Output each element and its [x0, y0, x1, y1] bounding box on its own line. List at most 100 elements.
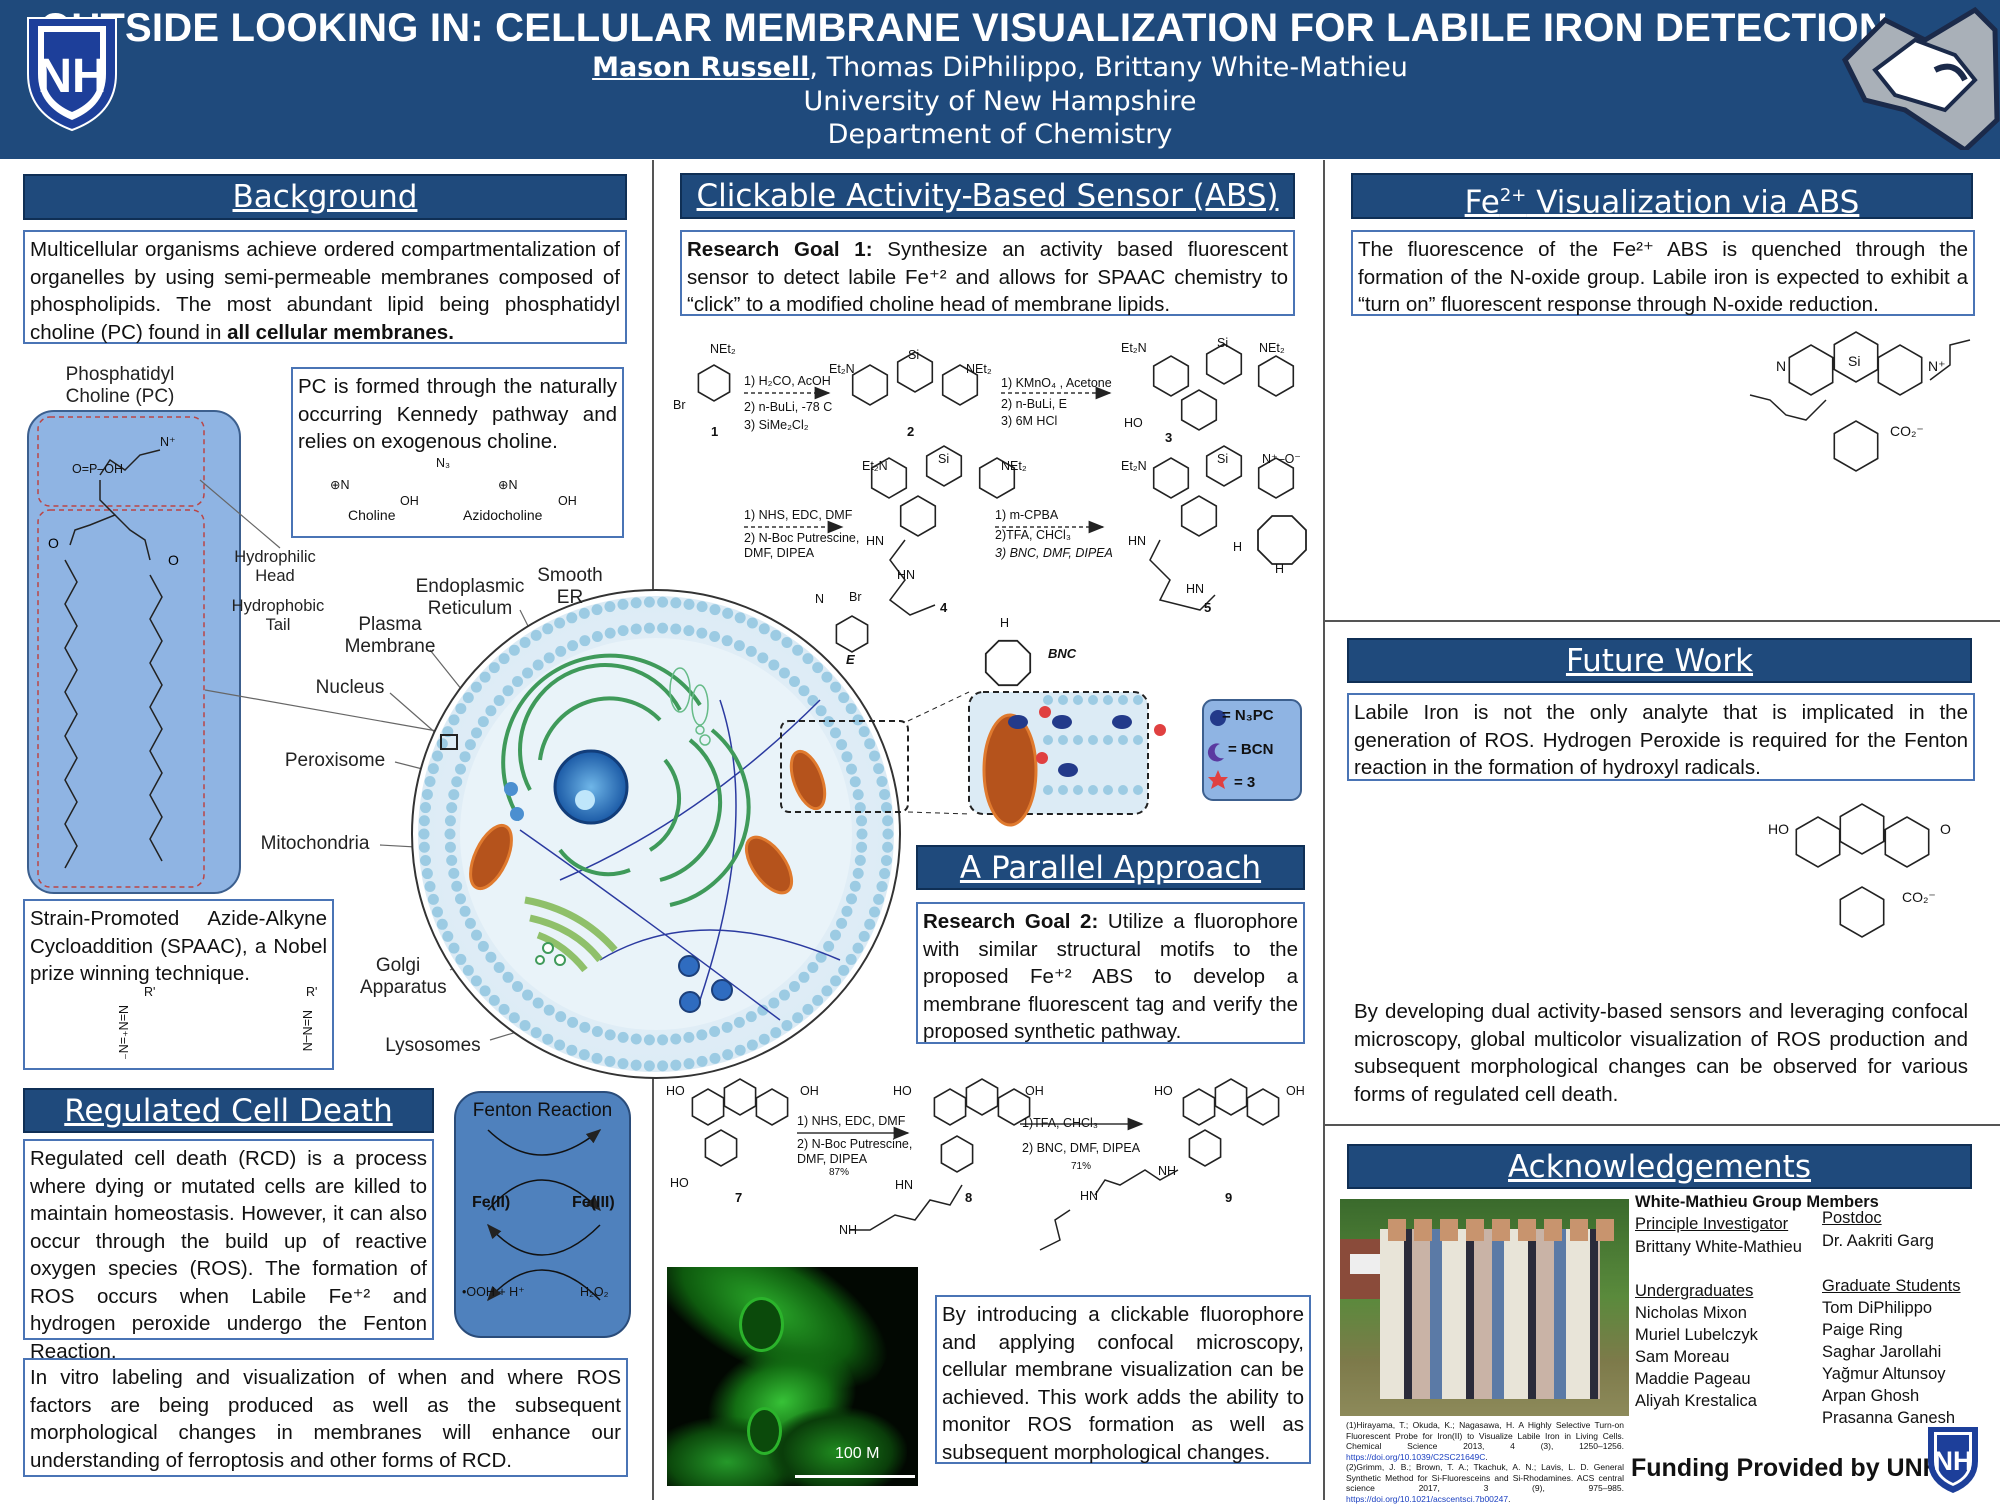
- lipid-head: [522, 667, 534, 679]
- lipid-head: [836, 917, 848, 929]
- heading-sup: 2+: [1499, 185, 1527, 206]
- reagent: 1) NHS, EDC, DMF: [797, 1114, 906, 1128]
- lipid-head: [812, 994, 824, 1006]
- lipid-head: [876, 775, 888, 787]
- reagent: 2) N-Boc Putrescine,: [797, 1137, 913, 1151]
- compound-number: 1: [711, 424, 719, 439]
- header-rule: [0, 155, 2000, 159]
- lipid-head: [542, 623, 554, 635]
- lipid-head: [424, 881, 436, 893]
- lipid-head: [421, 868, 433, 880]
- benzene-ring: [835, 615, 869, 653]
- lipid-head: [882, 828, 894, 840]
- reference-1-link[interactable]: https://doi.org/10.1039/C2SC21649C: [1346, 1451, 1486, 1462]
- yield: 71%: [1071, 1161, 1092, 1172]
- lipid-head: [670, 1033, 682, 1045]
- background-heading: Background: [23, 174, 627, 220]
- lipid-head: [591, 631, 603, 643]
- pc-phosphate-label: O=P–OH: [72, 462, 124, 476]
- azidocholine-nplus: ⊕N: [498, 478, 518, 492]
- chem-label: HN: [1186, 582, 1205, 596]
- lipid-head: [578, 1049, 590, 1061]
- chem-label: HO: [670, 1176, 689, 1190]
- benzene-ring: [1795, 816, 1841, 868]
- golgi-apparatus: [524, 896, 618, 973]
- azidocholine-oh: OH: [558, 494, 577, 508]
- reference-2-link[interactable]: https://doi.org/10.1021/acscentsci.7b002…: [1346, 1493, 1509, 1504]
- lipid-head: [873, 763, 885, 775]
- lipid-head: [1073, 695, 1083, 705]
- lipid-head: [630, 1033, 642, 1045]
- reagent: 2)TFA, CHCl₃: [995, 528, 1071, 542]
- lipid-head: [512, 676, 524, 688]
- lipid-head: [479, 985, 491, 997]
- pc-synthesis-box: PC is formed through the naturally occur…: [291, 367, 624, 538]
- member: Paige Ring: [1822, 1321, 1903, 1339]
- lipid-head: [734, 612, 746, 624]
- reference-2: (2)Grimm, J. B.; Brown, T. A.; Tkachuk, …: [1346, 1462, 1624, 1493]
- compound-number: 4: [940, 600, 948, 615]
- side-chains: [850, 339, 1971, 1251]
- lipid-head: [696, 601, 708, 613]
- lipid-head: [617, 1031, 629, 1043]
- lipid-head: [470, 975, 482, 987]
- lipid-head: [807, 962, 819, 974]
- lipid-head: [617, 598, 629, 610]
- fe-visualization-text: The fluorescence of the Fe²⁺ ABS is quen…: [1351, 230, 1975, 316]
- lipid-head: [512, 980, 524, 992]
- rcd-text: Regulated cell death (RCD) is a process …: [23, 1139, 434, 1363]
- azidocholine-label: Azidocholine: [463, 507, 543, 523]
- reagent: 3) 6M HCl: [1001, 414, 1058, 428]
- conclusion-left: In vitro labeling and visualization of w…: [23, 1358, 628, 1477]
- lipid-head: [858, 930, 870, 942]
- goal2-label: Research Goal 2:: [923, 910, 1099, 933]
- unh-shield-logo: NH: [27, 17, 117, 132]
- benzene-ring: [933, 1088, 967, 1126]
- chem-label: H: [1233, 540, 1243, 554]
- lipid-head: [1088, 785, 1098, 795]
- lipid-head: [493, 694, 505, 706]
- lipid-head: [566, 1044, 578, 1056]
- lipid-head: [696, 1055, 708, 1067]
- postdoc-name: Dr. Aakriti Garg: [1822, 1232, 1934, 1250]
- lipid-head: [477, 940, 489, 952]
- graduates-list: Tom DiPhilippo Paige Ring Saghar Jarolla…: [1822, 1297, 1955, 1429]
- lipid-head: [876, 881, 888, 893]
- lipid-head: [670, 623, 682, 635]
- lipid-head: [683, 598, 695, 610]
- university: University of New Hampshire: [803, 86, 1197, 117]
- lipid-head: [812, 662, 824, 674]
- lipid-head: [845, 703, 857, 715]
- lipid-head: [788, 676, 800, 688]
- reagent: 1) m-CPBA: [995, 508, 1059, 522]
- lipid-head: [488, 994, 500, 1006]
- lipid-head: [1118, 695, 1128, 705]
- lipid-head: [498, 1003, 510, 1015]
- lipid-head: [768, 997, 780, 1009]
- lipid-head: [696, 627, 708, 639]
- lipid-head: [836, 739, 848, 751]
- future-work-heading: Future Work: [1347, 638, 1972, 683]
- lipid-head: [683, 1058, 695, 1070]
- lipid-head: [1043, 735, 1053, 745]
- lipid-head: [1043, 695, 1053, 705]
- svg-text:O: O: [168, 552, 179, 568]
- lipid-head: [880, 854, 892, 866]
- lipid-head: [554, 1039, 566, 1051]
- chem-label: HO: [666, 1084, 685, 1098]
- column-divider: [1323, 160, 1325, 1500]
- chem-label: Et₂N: [1121, 459, 1147, 473]
- benzene-ring: [1257, 355, 1295, 397]
- lipid-head: [1133, 695, 1143, 705]
- lipid-head: [768, 659, 780, 671]
- chem-label: N: [815, 592, 825, 606]
- lipid-head: [670, 1059, 682, 1071]
- unh-shield-logo-small: NH: [1928, 1427, 1978, 1493]
- lipid-head: [448, 789, 460, 801]
- lipid-head: [770, 629, 782, 641]
- lipid-head: [856, 815, 868, 827]
- future-work-text: Labile Iron is not the only analyte that…: [1347, 693, 1975, 781]
- lipid-head: [1103, 735, 1113, 745]
- lipid-head: [630, 1059, 642, 1071]
- lipid-head: [846, 893, 858, 905]
